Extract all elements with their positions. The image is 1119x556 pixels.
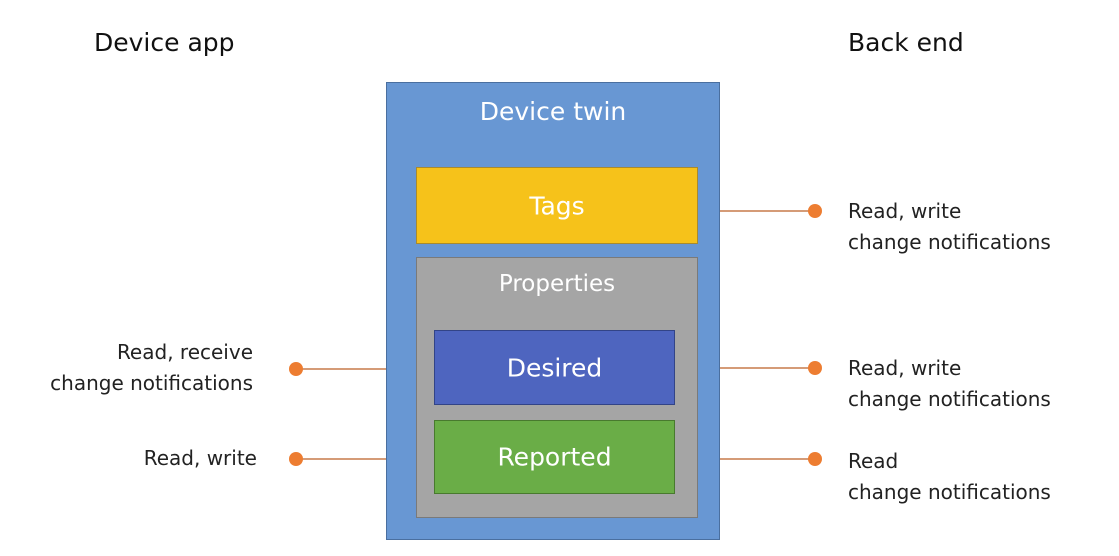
tags-box: Tags: [416, 167, 698, 244]
desired-box: Desired: [434, 330, 675, 405]
desired-device-note-line2: change notifications: [50, 371, 253, 395]
reported-device-note-line1: Read, write: [143, 446, 257, 470]
reported-device-dot: [289, 452, 303, 466]
tags-back-end-note-line2: change notifications: [848, 230, 1051, 254]
desired-back-end-note-line2: change notifications: [848, 387, 1051, 411]
reported-box: Reported: [434, 420, 675, 494]
reported-back-end-note-line1: Read: [848, 449, 899, 473]
desired-device-dot: [289, 362, 303, 376]
desired-back-end-note-line1: Read, write: [848, 356, 962, 380]
tags-label: Tags: [529, 191, 585, 220]
tags-back-end-note-line1: Read, write: [848, 199, 962, 223]
desired-back-end-dot: [808, 361, 822, 375]
reported-label: Reported: [497, 442, 612, 472]
reported-device-note: Read, write: [144, 443, 257, 474]
reported-back-end-note-line2: change notifications: [848, 480, 1051, 504]
desired-label: Desired: [506, 353, 603, 382]
desired-device-note: Read, receive change notifications: [50, 337, 253, 399]
properties-title: Properties: [498, 271, 616, 297]
back-end-heading: Back end: [848, 28, 964, 57]
reported-back-end-dot: [808, 452, 822, 466]
device-app-heading: Device app: [94, 28, 235, 57]
reported-back-end-note: Read change notifications: [848, 446, 1051, 508]
tags-back-end-note: Read, write change notifications: [848, 196, 1051, 258]
tags-back-end-dot: [808, 204, 822, 218]
device-twin-title: Device twin: [479, 97, 627, 126]
desired-device-note-line1: Read, receive: [116, 340, 253, 364]
desired-back-end-note: Read, write change notifications: [848, 353, 1051, 415]
